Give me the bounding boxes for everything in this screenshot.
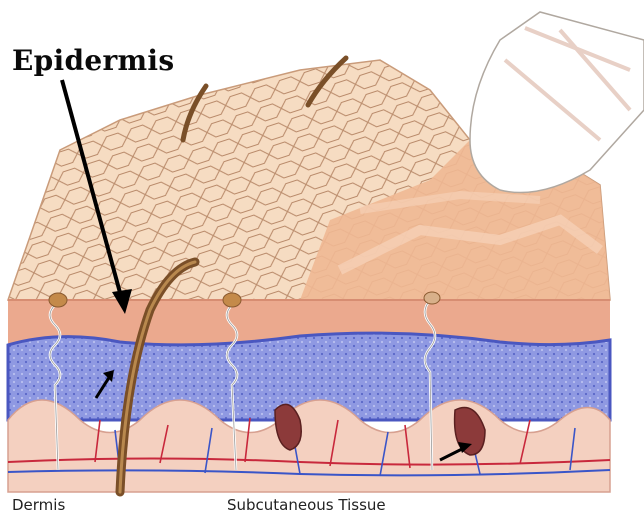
- epidermis-label: Epidermis: [12, 44, 174, 77]
- glove-finger-icon: [470, 12, 644, 193]
- subcutaneous-label: Subcutaneous Tissue: [227, 496, 386, 514]
- dermis-label: Dermis: [12, 496, 65, 514]
